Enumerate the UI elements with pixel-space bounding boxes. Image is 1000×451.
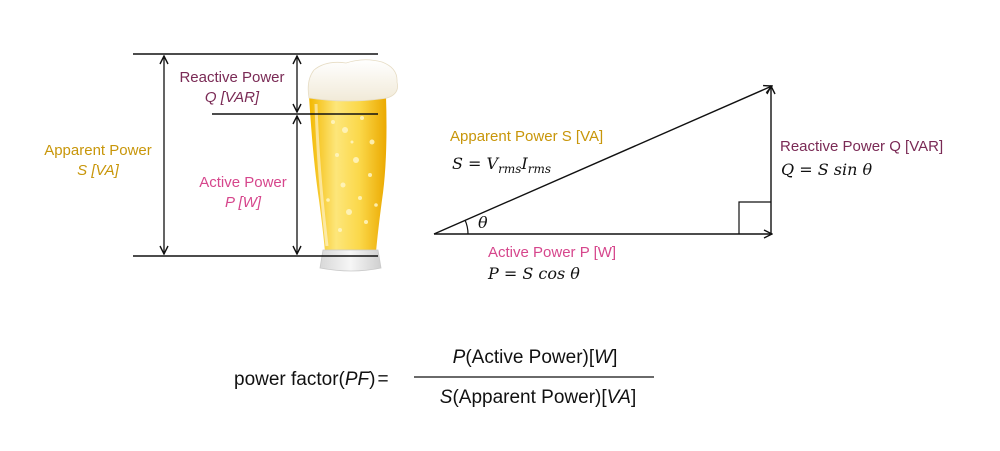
glass-base <box>319 249 382 272</box>
right-angle-marker <box>738 201 771 234</box>
apparent-power-unit: S [VA] <box>77 162 120 179</box>
formula-numerator: P(Active Power)[W] <box>453 347 618 368</box>
hypotenuse-label: Apparent Power S [VA] <box>450 128 603 145</box>
formula-lhs: power factor(PF)= <box>234 369 389 390</box>
base-equation: P = S cos θ <box>487 264 580 283</box>
vertical-equation: Q = S sin θ <box>781 160 872 179</box>
beer-glass <box>307 59 398 272</box>
beer-foam <box>307 59 398 102</box>
angle-arc <box>464 219 469 235</box>
active-power-label: Active Power <box>199 174 287 191</box>
hypotenuse-equation: S = VrmsIrms <box>452 154 551 176</box>
active-power-unit: P [W] <box>225 194 262 211</box>
reactive-power-unit: Q [VAR] <box>205 89 260 106</box>
vertical-label: Reactive Power Q [VAR] <box>780 138 943 155</box>
beer-liquid <box>309 96 387 252</box>
angle-theta: θ <box>478 213 488 232</box>
beer-bubbles <box>326 116 378 232</box>
formula-denominator: S(Apparent Power)[VA] <box>440 387 636 408</box>
power-factor-formula: power factor(PF)= P(Active Power)[W] S(A… <box>234 347 654 408</box>
base-label: Active Power P [W] <box>488 244 616 261</box>
reactive-power-label: Reactive Power <box>179 69 284 86</box>
triangle-hypotenuse <box>433 86 772 235</box>
power-triangle: θ <box>433 86 772 235</box>
apparent-power-label: Apparent Power <box>44 142 152 159</box>
